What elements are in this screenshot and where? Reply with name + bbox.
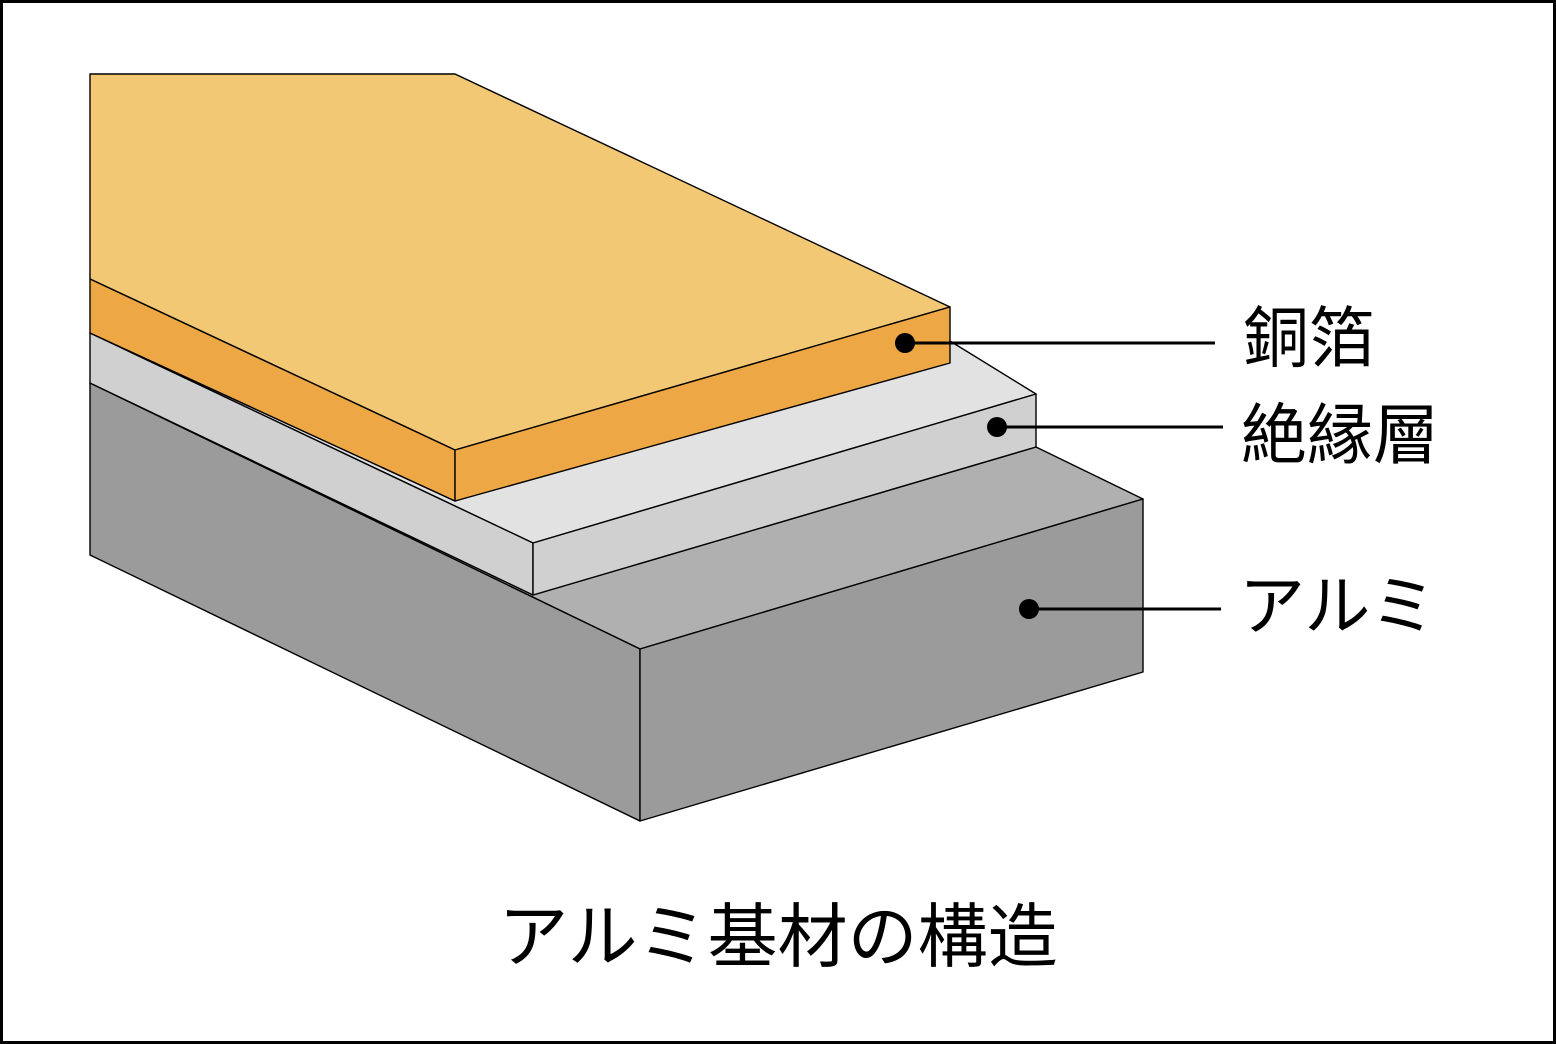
aluminum-layer (89, 382, 1144, 822)
copper-side-face (454, 306, 951, 502)
aluminum-side-face (639, 498, 1144, 822)
aluminum-callout: アルミ (1019, 568, 1436, 645)
insulation-callout: 絶縁層 (987, 397, 1439, 474)
insulation-label: 絶縁層 (1241, 397, 1439, 474)
copper-callout: 銅箔 (895, 300, 1375, 377)
aluminum-leader-dot (1019, 599, 1039, 619)
copper-layer (89, 73, 951, 502)
copper-leader-dot (895, 333, 915, 353)
copper-label: 銅箔 (1243, 300, 1375, 377)
insulation-leader-dot (987, 417, 1007, 437)
aluminum-label: アルミ (1239, 568, 1436, 645)
diagram-caption: アルミ基材の構造 (498, 896, 1057, 978)
layer-structure-diagram: 銅箔 絶縁層 アルミ アルミ基材の構造 (89, 73, 1439, 978)
insulation-side-face (532, 393, 1037, 596)
